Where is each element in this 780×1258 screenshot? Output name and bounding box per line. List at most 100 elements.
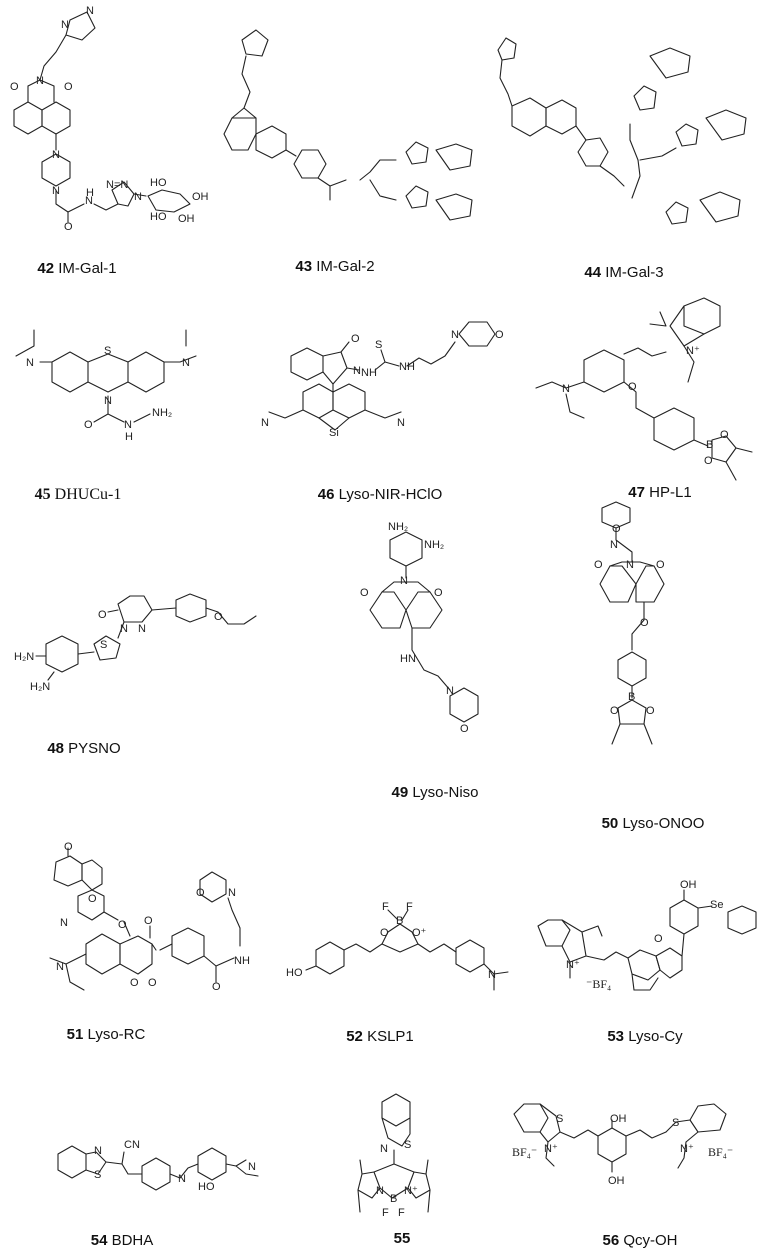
atom-label: O [130,977,139,989]
molecule-drawing-53: OH Se O N⁺ ⁻BF₄ [510,879,780,991]
atom-label: N [400,575,408,587]
caption-45: 45 DHUCu-1 [35,486,122,504]
atom-label: S [404,1139,411,1151]
atom-label: O [148,977,157,989]
structure-46: N NH NH S O N O Si N N [255,300,515,480]
molecule-drawing-52: HO O O⁺ B F F N [286,901,520,1010]
molecule-drawing-54: N S CN N HO N [0,1139,300,1193]
compound-number: 45 [34,486,51,503]
atom-label: N [380,1143,388,1155]
compound-name: KSLP1 [367,1028,414,1045]
atom-label: N⁺ [680,1143,694,1155]
atom-label: OH [610,1113,627,1125]
atom-label: OH [680,879,697,891]
structure-43 [220,0,500,250]
atom-label: O [212,981,221,993]
atom-label: O [10,81,19,93]
structure-47: N⁺ N O B O O [500,290,780,490]
atom-label: N [104,395,112,407]
atom-label: O [460,723,469,735]
molecule-drawing-47: N⁺ N O B O O [500,290,780,490]
caption-56: 56 Qcy-OH [602,1232,677,1249]
compound-name: BDHA [111,1232,154,1249]
atom-label: NH [234,955,250,967]
atom-label: N [134,191,142,203]
atom-label: N [248,1161,256,1173]
molecule-drawing-42: N N N O O N N O N H N=N N HO OH HO OH [10,5,209,233]
caption-44: 44 IM-Gal-3 [584,264,663,281]
atom-label: Se [710,899,723,911]
atom-label: F [382,901,389,913]
atom-label: N=N [106,179,128,191]
atom-label: F [382,1207,389,1219]
atom-label: N [26,357,34,369]
atom-label: S [94,1169,101,1181]
atom-label: N [451,329,459,341]
atom-label: N [261,417,269,429]
atom-label: HO [150,211,167,223]
atom-label: N [60,917,68,929]
atom-label: O [88,893,97,905]
caption-50: 50 Lyso-ONOO [602,815,705,832]
atom-label: N [124,419,132,431]
atom-label: CN [124,1139,140,1151]
atom-label: HO [286,967,303,979]
compound-number: 43 [295,258,313,275]
atom-label: HO [150,177,167,189]
molecule-drawing-56: S N⁺ BF₄⁻ OH OH S N⁺ BF₄⁻ [512,1060,733,1187]
atom-label: N⁺ [566,959,580,971]
atom-label: H [86,187,94,199]
atom-label: N [52,185,60,197]
atom-label: O [594,559,603,571]
atom-label: S [672,1117,679,1129]
caption-52: 52 KSLP1 [346,1028,414,1045]
atom-label: N [446,685,454,697]
atom-label: N [353,365,361,377]
compound-number: 54 [90,1232,108,1249]
structure-50: O N N O O O B O O [560,500,760,800]
atom-label: O [704,455,713,467]
compound-number: 42 [37,260,55,277]
compound-name: IM-Gal-3 [605,264,664,281]
atom-label: O⁺ [412,927,427,939]
compound-name: Qcy-OH [623,1232,678,1249]
atom-label: N [61,19,69,31]
atom-label: OH [178,213,195,225]
atom-label: N [56,961,64,973]
atom-label: N [488,969,496,981]
atom-label: H₂N [30,681,50,693]
compound-name: DHUCu-1 [54,486,122,503]
atom-label: Si [329,427,339,439]
structure-56: S N⁺ BF₄⁻ OH OH S N⁺ BF₄⁻ [500,1060,780,1230]
atom-label: O [434,587,443,599]
atom-label: HN [400,653,416,665]
compound-number: 50 [601,815,619,832]
caption-48: 48 PYSNO [47,740,120,757]
atom-label: N [397,417,405,429]
compound-name: Lyso-Niso [412,784,479,801]
atom-label: HO [198,1181,215,1193]
atom-label: O [64,81,73,93]
atom-label: O [495,329,504,341]
caption-43: 43 IM-Gal-2 [295,258,374,275]
caption-53: 53 Lyso-Cy [607,1028,682,1045]
atom-label: N [626,559,634,571]
caption-51: 51 Lyso-RC [67,1026,146,1043]
atom-label: S [100,639,107,651]
atom-label: O [628,381,637,393]
molecule-drawing-55: N S N N⁺ B F F [280,1060,500,1219]
atom-label: N [120,623,128,635]
compound-number: 55 [393,1230,411,1247]
atom-label: O [610,705,619,717]
atom-label: S [556,1113,563,1125]
atom-label: OH [608,1175,625,1187]
compound-number: 49 [391,784,409,801]
atom-label: N⁺ [544,1143,558,1155]
molecule-drawing-43 [220,0,500,250]
compound-name: Lyso-NIR-HClO [338,486,443,503]
atom-label: ⁻BF₄ [586,977,611,991]
molecule-drawing-45: N N S N O N H NH₂ [0,330,260,443]
compound-number: 53 [607,1028,625,1045]
caption-42: 42 IM-Gal-1 [37,260,116,277]
atom-label: O [351,333,360,345]
